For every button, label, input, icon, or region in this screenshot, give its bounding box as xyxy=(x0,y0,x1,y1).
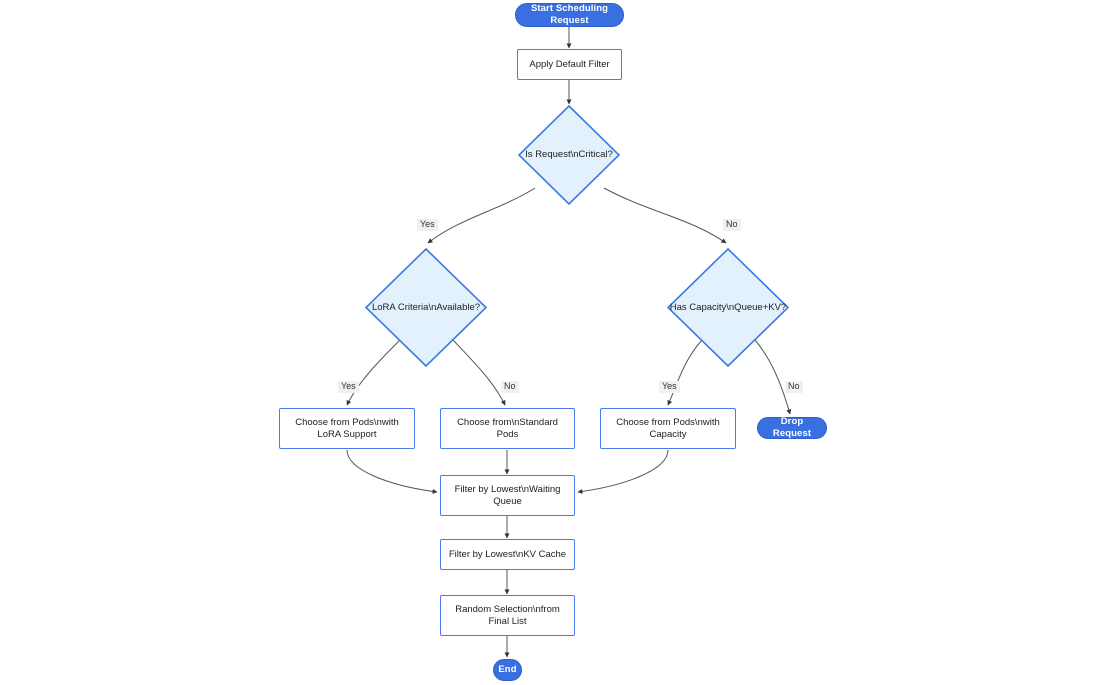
node-drop-request[interactable]: Drop Request xyxy=(757,416,827,439)
edge-lorapods-filterqueue xyxy=(346,449,438,494)
node-apply-default-filter[interactable]: Apply Default Filter xyxy=(517,49,622,80)
node-apply-default-filter-label: Apply Default Filter xyxy=(529,58,610,70)
node-end-label: End xyxy=(498,664,517,676)
diamond-shape xyxy=(365,248,487,367)
node-choose-lora-pods-label: Choose from Pods\nwith LoRA Support xyxy=(295,416,399,440)
node-choose-lora-pods[interactable]: Choose from Pods\nwith LoRA Support xyxy=(279,408,415,449)
node-start[interactable]: Start Scheduling Request xyxy=(515,3,624,27)
node-start-label: Start Scheduling Request xyxy=(530,3,609,26)
node-random-selection[interactable]: Random Selection\nfrom Final List xyxy=(440,595,575,636)
node-choose-capacity-pods[interactable]: Choose from Pods\nwith Capacity xyxy=(600,408,736,449)
edge-label-lora-yes: Yes xyxy=(338,381,359,393)
edge-label-capacity-no: No xyxy=(785,381,803,393)
edge-label-lora-no: No xyxy=(501,381,519,393)
node-lora-criteria-available[interactable]: LoRA Criteria\nAvailable? xyxy=(365,248,487,367)
node-choose-standard-pods-label: Choose from\nStandard Pods xyxy=(457,416,558,440)
edge-label-capacity-yes: Yes xyxy=(659,381,680,393)
diamond-shape xyxy=(667,248,789,367)
node-filter-kv-cache-label: Filter by Lowest\nKV Cache xyxy=(448,548,567,560)
node-drop-request-label: Drop Request xyxy=(772,416,812,439)
node-is-request-critical[interactable]: Is Request\nCritical? xyxy=(518,105,620,205)
node-filter-waiting-queue-label: Filter by Lowest\nWaiting Queue xyxy=(454,483,561,507)
node-end[interactable]: End xyxy=(493,659,522,681)
node-filter-kv-cache[interactable]: Filter by Lowest\nKV Cache xyxy=(440,539,575,570)
diamond-shape xyxy=(518,105,620,205)
node-has-capacity[interactable]: Has Capacity\nQueue+KV? xyxy=(667,248,789,367)
node-choose-standard-pods[interactable]: Choose from\nStandard Pods xyxy=(440,408,575,449)
node-lora-criteria-available-label: LoRA Criteria\nAvailable? xyxy=(371,301,481,313)
node-random-selection-label: Random Selection\nfrom Final List xyxy=(455,603,560,627)
node-has-capacity-label: Has Capacity\nQueue+KV? xyxy=(669,301,787,313)
edge-cappods-filterqueue xyxy=(577,449,669,494)
node-choose-capacity-pods-label: Choose from Pods\nwith Capacity xyxy=(616,416,720,440)
node-filter-waiting-queue[interactable]: Filter by Lowest\nWaiting Queue xyxy=(440,475,575,516)
edge-label-critical-no: No xyxy=(723,219,741,231)
edge-critical-capacity xyxy=(603,187,727,244)
node-is-request-critical-label: Is Request\nCritical? xyxy=(525,149,613,161)
edge-label-critical-yes: Yes xyxy=(417,219,438,231)
